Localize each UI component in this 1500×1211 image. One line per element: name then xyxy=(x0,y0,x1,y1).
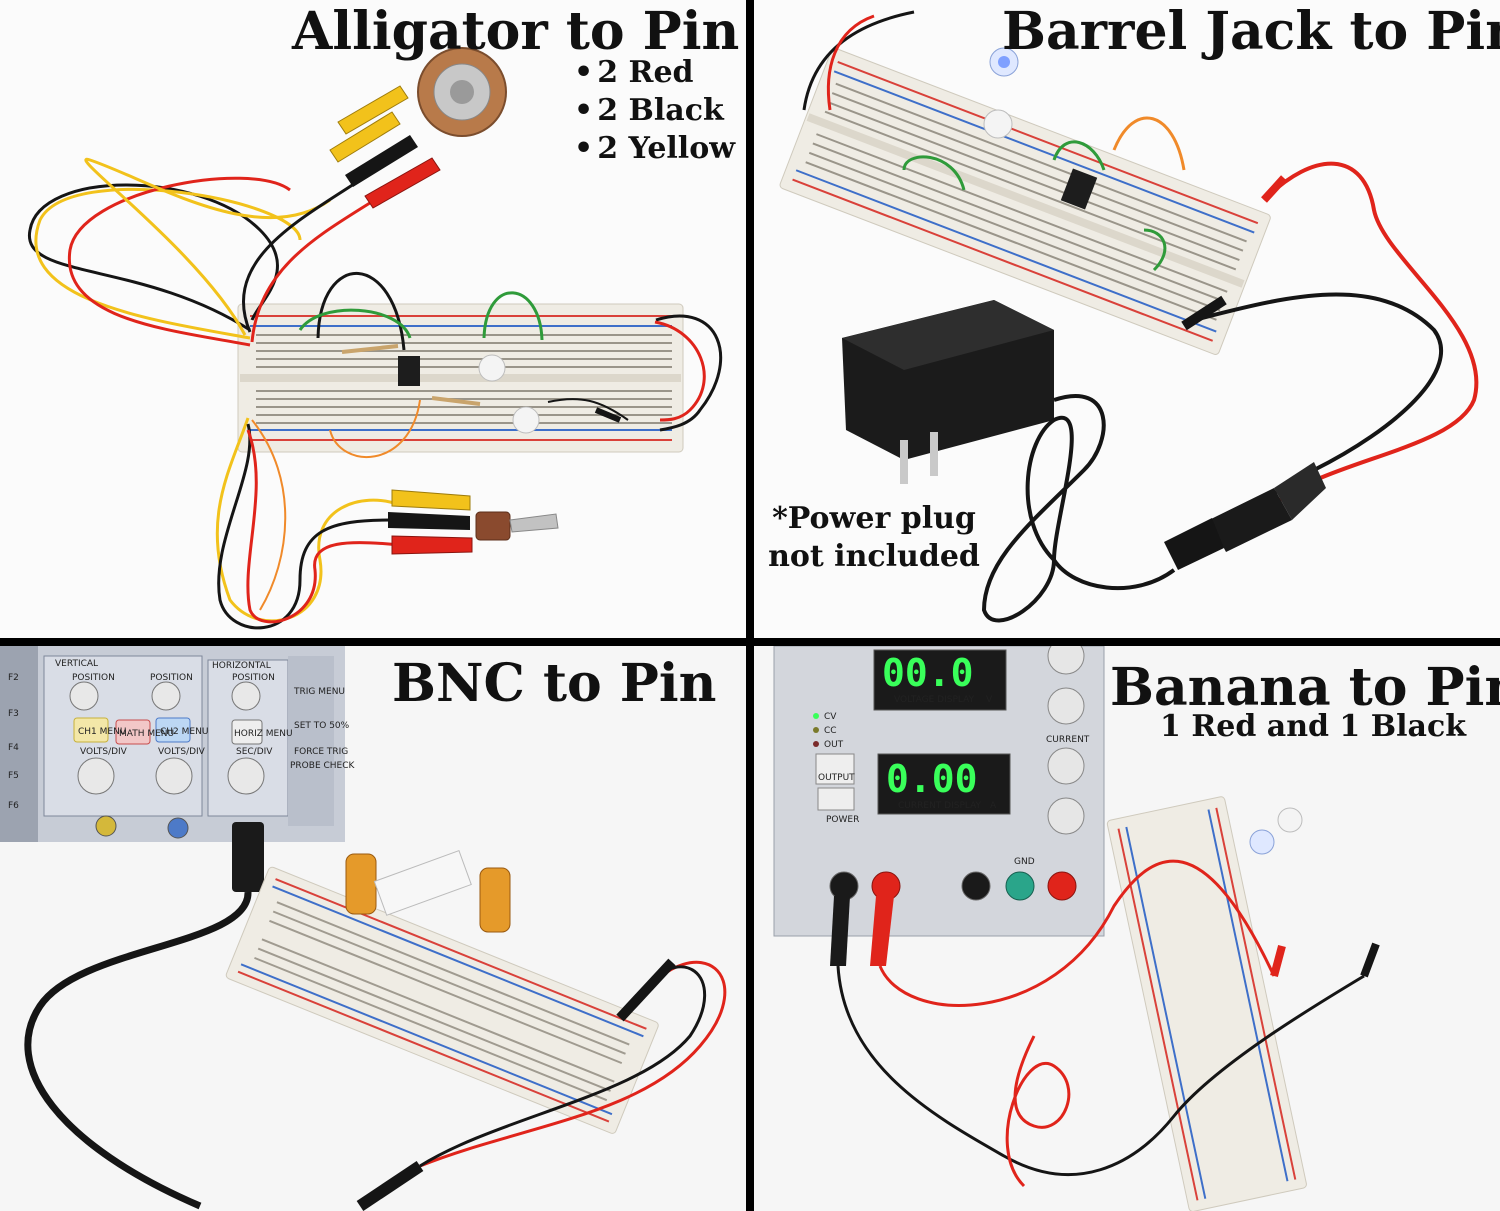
scope-label: CH2 MENU xyxy=(160,727,208,737)
ic-chip xyxy=(398,356,420,386)
panel-title: Barrel Jack to Pin xyxy=(1002,1,1500,62)
bnc-plug xyxy=(232,822,264,892)
horizontal-divider xyxy=(0,638,1500,646)
scope-label: VOLTS/DIV xyxy=(80,747,128,757)
panel-title: BNC to Pin xyxy=(392,653,717,714)
list-item: 2 Black xyxy=(574,92,735,130)
scope-label: F3 xyxy=(8,709,19,719)
breadboard xyxy=(237,303,684,453)
barrel-jack-illustration xyxy=(779,10,1479,623)
power-supply: 00.0 VOLTAGE DISPLAY V 0.00 CURRENT DISP… xyxy=(773,646,1105,937)
clip-color-list: 2 Red 2 Black 2 Yellow xyxy=(574,54,735,168)
scope-label: F6 xyxy=(8,801,19,811)
led xyxy=(1249,829,1275,855)
power-button xyxy=(817,787,855,811)
panel-title: Alligator to Pin xyxy=(292,1,740,62)
power-label: POWER xyxy=(826,815,859,825)
banana-plug-black xyxy=(830,896,850,966)
scope-label: POSITION xyxy=(72,673,115,683)
panel-title: Banana to Pin xyxy=(1110,657,1500,718)
output-label: OUTPUT xyxy=(818,773,855,783)
list-item: 2 Yellow xyxy=(574,130,735,168)
display-unit: A xyxy=(990,801,997,811)
scope-label: F5 xyxy=(8,771,19,781)
vertical-divider xyxy=(746,0,754,1211)
display-label: VOLTAGE DISPLAY xyxy=(894,695,975,705)
potentiometer xyxy=(417,47,507,137)
capacitor xyxy=(345,853,377,915)
oscilloscope: VERTICAL HORIZONTAL POSITION POSITION PO… xyxy=(0,646,356,842)
scope-label: MATH MENU xyxy=(119,729,174,739)
led xyxy=(512,406,540,434)
voltage-display xyxy=(873,649,1007,711)
resistor-block xyxy=(373,850,472,916)
scope-label: POSITION xyxy=(150,673,193,683)
scope-label: SEC/DIV xyxy=(236,747,273,757)
note-line: *Power plug xyxy=(772,501,976,536)
panel-banana: 00.0 VOLTAGE DISPLAY V 0.00 CURRENT DISP… xyxy=(754,646,1500,1211)
alligator-illustration xyxy=(28,47,723,630)
alligator-clips-bottom xyxy=(388,489,473,555)
ic-chip xyxy=(1060,168,1098,210)
breadboard xyxy=(779,47,1271,355)
bnc-illustration: VERTICAL HORIZONTAL POSITION POSITION PO… xyxy=(0,646,727,1211)
capacitor xyxy=(479,867,511,933)
alligator-clips-top xyxy=(329,85,441,209)
scope-label: SET TO 50% xyxy=(294,721,350,731)
status-label: OUT xyxy=(824,740,844,750)
current-reading: 0.00 xyxy=(886,757,978,801)
panel-alligator: Alligator to Pin 2 Red 2 Black 2 Yellow xyxy=(0,0,746,638)
scope-label: F4 xyxy=(8,743,19,753)
panel-barrel-jack: Barrel Jack to Pin *Power plug not inclu… xyxy=(754,0,1500,638)
barrel-connector xyxy=(1164,462,1326,570)
status-label: CV xyxy=(824,712,837,722)
scope-label: VOLTS/DIV xyxy=(158,747,206,757)
voltage-reading: 00.0 xyxy=(882,651,974,695)
led xyxy=(983,109,1013,139)
adapter-cable xyxy=(981,394,1176,623)
banana-illustration: 00.0 VOLTAGE DISPLAY V 0.00 CURRENT DISP… xyxy=(773,646,1380,1211)
led xyxy=(1277,807,1303,833)
power-adapter xyxy=(842,300,1054,484)
breadboard xyxy=(225,866,659,1134)
led xyxy=(478,354,506,382)
display-unit: V xyxy=(986,695,993,705)
scope-label: F2 xyxy=(8,673,19,683)
note-line: not included xyxy=(768,538,980,574)
scope-label: POSITION xyxy=(232,673,275,683)
scope-label: HORIZONTAL xyxy=(212,661,271,671)
display-label: CURRENT DISPLAY xyxy=(898,801,982,811)
scope-label: PROBE CHECK xyxy=(290,761,356,771)
status-label: CC xyxy=(824,726,837,736)
scope-label: TRIG MENU xyxy=(293,687,345,697)
scope-label: CH1 MENU xyxy=(78,727,126,737)
current-display xyxy=(877,753,1011,815)
scope-label: HORIZ MENU xyxy=(234,729,293,739)
knob-label: CURRENT xyxy=(1046,735,1090,745)
scope-label: FORCE TRIG xyxy=(294,747,348,757)
terminal-label: GND xyxy=(1014,857,1035,867)
breadboard xyxy=(1106,796,1307,1211)
toggle-switch xyxy=(475,511,559,541)
scope-label: VERTICAL xyxy=(55,659,98,669)
banana-plug-red xyxy=(870,896,894,966)
panel-subtitle: 1 Red and 1 Black xyxy=(1160,709,1466,744)
panel-bnc: VERTICAL HORIZONTAL POSITION POSITION PO… xyxy=(0,646,746,1211)
power-plug-note: *Power plug not included xyxy=(764,500,984,575)
list-item: 2 Red xyxy=(574,54,735,92)
